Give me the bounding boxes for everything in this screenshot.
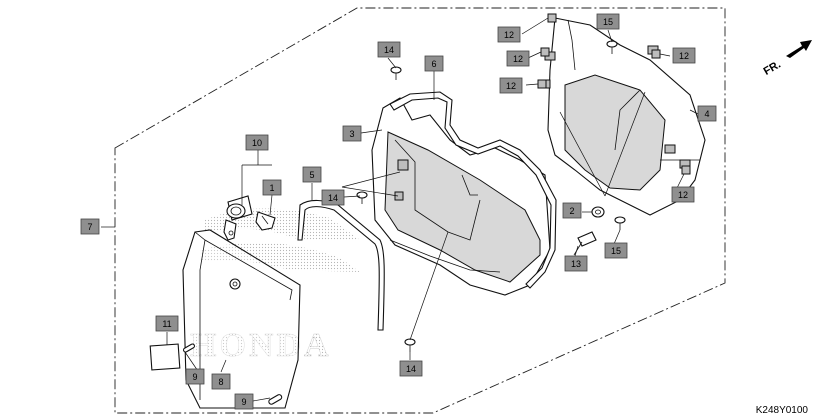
callout-5: 5	[302, 166, 322, 183]
clip-nut-part12-d	[651, 49, 661, 59]
svg-text:7: 7	[87, 222, 92, 232]
callout-14-a: 14	[377, 41, 401, 58]
svg-text:6: 6	[431, 59, 436, 69]
lid-panel-part8	[182, 229, 301, 409]
bolt-part13	[573, 231, 597, 256]
clip-part9-b	[268, 394, 283, 405]
callout-12-c: 12	[499, 77, 523, 94]
callout-4: 4	[697, 105, 717, 122]
svg-text:9: 9	[241, 397, 246, 407]
svg-text:1: 1	[269, 183, 274, 193]
callout-12-f: 12	[679, 145, 689, 155]
callout-6: 6	[424, 55, 444, 72]
key-cylinder-part10	[223, 195, 253, 241]
svg-text:12: 12	[513, 54, 523, 64]
svg-text:11: 11	[162, 319, 171, 329]
callout-9-a: 9	[185, 368, 205, 385]
callout-11: 11	[155, 315, 179, 332]
svg-text:13: 13	[571, 259, 581, 269]
callout-14-b: 14	[321, 189, 345, 206]
clip-nut-part12-b	[540, 47, 550, 57]
svg-text:12: 12	[678, 190, 688, 200]
callout-14-c: 14	[399, 360, 423, 377]
clip-part9-a	[182, 343, 196, 353]
callout-3: 3	[342, 125, 362, 142]
screw-part14-b	[356, 191, 368, 204]
callout-12-d: 12	[672, 47, 696, 64]
svg-text:14: 14	[406, 364, 416, 374]
svg-text:2: 2	[569, 206, 574, 216]
callout-15-b: 15	[604, 242, 628, 259]
rear-cover-part4	[539, 17, 706, 216]
fr-label: FR.	[762, 59, 783, 78]
svg-text:15: 15	[603, 17, 613, 27]
front-arrow-icon	[786, 40, 812, 58]
svg-text:9: 9	[192, 372, 197, 382]
collar-part2	[591, 206, 605, 218]
emblem-plate-part11	[149, 343, 181, 371]
callout-7: 7	[80, 218, 100, 235]
leader-lines	[101, 17, 700, 402]
callout-2: 2	[562, 202, 582, 219]
svg-text:15: 15	[611, 246, 621, 256]
front-direction-indicator: FR.	[762, 40, 812, 78]
svg-text:12: 12	[504, 30, 514, 40]
svg-text:4: 4	[704, 109, 709, 119]
callout-8: 8	[211, 373, 231, 390]
honda-watermark-text: HONDA	[190, 327, 332, 364]
clip-nut-part12-a	[547, 13, 557, 23]
callout-13: 13	[564, 255, 588, 272]
callout-12-e: 12	[671, 186, 695, 203]
svg-text:3: 3	[349, 129, 354, 139]
svg-text:10: 10	[252, 138, 262, 148]
clip-nut-part12-e	[681, 165, 691, 175]
clip-nut-part12-c	[537, 79, 547, 89]
svg-text:14: 14	[384, 45, 394, 55]
lock-bracket-part1	[255, 211, 276, 231]
svg-text:14: 14	[328, 193, 338, 203]
svg-text:8: 8	[218, 377, 223, 387]
upper-seal-part6	[389, 91, 557, 289]
svg-text:5: 5	[309, 170, 314, 180]
assembly-frame	[114, 7, 726, 414]
svg-text:12: 12	[506, 81, 516, 91]
svg-text:12: 12	[679, 51, 689, 61]
callout-12-a: 12	[497, 26, 521, 43]
screw-part14-a	[390, 66, 402, 80]
callout-10: 10	[245, 134, 269, 151]
screw-part14-c	[404, 338, 416, 352]
callout-12-b: 12	[506, 50, 530, 67]
callout-1: 1	[262, 179, 282, 196]
inner-box-part3	[371, 97, 551, 296]
diagram-code: K248Y0100	[755, 405, 808, 416]
callout-15-a: 15	[596, 13, 620, 30]
callout-9-b: 9	[234, 393, 254, 410]
screw-part15-b	[614, 216, 626, 230]
